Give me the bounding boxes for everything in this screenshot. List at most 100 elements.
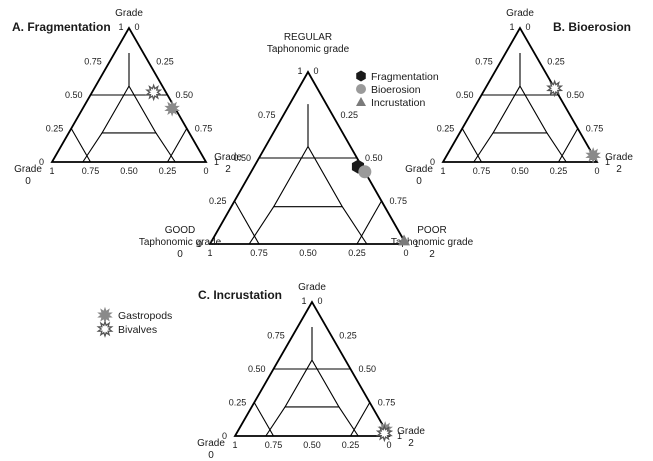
fragmentation-right-tick-t025: 0.25 bbox=[156, 57, 174, 67]
fragmentation-central-triangle bbox=[101, 84, 157, 134]
main-boundary-line-1 bbox=[234, 200, 260, 245]
bioerosion-top-grade-label: Grade bbox=[506, 8, 534, 19]
main-spoke-line-2 bbox=[341, 206, 368, 245]
legend-fragmentation-icon bbox=[356, 70, 366, 82]
main-right-tick-t050: 0.50 bbox=[365, 153, 383, 163]
main-bottom-tick-t0: 0 bbox=[403, 248, 408, 258]
incrustation-apex-tick-0: 0 bbox=[317, 296, 322, 306]
incrustation-boundary-line-1 bbox=[253, 402, 274, 437]
bioerosion-spoke-line-1 bbox=[473, 132, 494, 163]
bioerosion-right-grade-label: Grade bbox=[605, 152, 633, 163]
main-bottom-tick-t050: 0.50 bbox=[299, 248, 317, 258]
bioerosion-bottom-tick-t075: 0.75 bbox=[473, 166, 491, 176]
main-point-incrustation bbox=[398, 234, 411, 246]
main-left-tick-t075: 0.75 bbox=[258, 110, 276, 120]
fragmentation-apex-tick-1: 1 bbox=[118, 22, 123, 32]
main-good-label: GOOD bbox=[165, 225, 196, 236]
incrustation-right-grade-label: Grade bbox=[397, 426, 425, 437]
incrustation-point-bivalves bbox=[375, 424, 393, 443]
bioerosion-left-grade-label: Grade bbox=[405, 164, 433, 175]
incrustation-left-tick-t050: 0.50 bbox=[248, 364, 266, 374]
bioerosion-ternary bbox=[441, 26, 599, 163]
main-left-tick-t050: 0.50 bbox=[233, 153, 251, 163]
fragmentation-left-grade-label: Grade bbox=[14, 164, 42, 175]
panel-a-title: A. Fragmentation bbox=[12, 20, 111, 34]
fragmentation-left-tick-t075: 0.75 bbox=[84, 57, 102, 67]
main-regular-sublabel: Taphonomic grade bbox=[267, 44, 350, 55]
incrustation-right-tick-t1: 1 bbox=[397, 431, 402, 441]
main-apex-tick-0: 0 bbox=[313, 66, 318, 76]
incrustation-bottom-tick-t050: 0.50 bbox=[303, 440, 321, 450]
main-right-tick-t025: 0.25 bbox=[341, 110, 359, 120]
incrustation-right-tick-t025: 0.25 bbox=[339, 331, 357, 341]
incrustation-left-tick-t025: 0.25 bbox=[229, 398, 247, 408]
fragmentation-left-tick-t0: 0 bbox=[39, 157, 44, 167]
bioerosion-apex-tick-0: 0 bbox=[525, 22, 530, 32]
fragmentation-right-tick-t075: 0.75 bbox=[195, 124, 213, 134]
bioerosion-right-tick-t025: 0.25 bbox=[547, 57, 565, 67]
bioerosion-point-bivalves bbox=[546, 79, 564, 98]
incrustation-left-grade-label: Grade bbox=[197, 438, 225, 449]
legend-gastropods-icon bbox=[97, 306, 113, 324]
fragmentation-apex-tick-0: 0 bbox=[134, 22, 139, 32]
incrustation-spoke-line-1 bbox=[265, 406, 286, 437]
main-spoke-line-1 bbox=[248, 206, 275, 245]
panel-b-title: B. Bioerosion bbox=[553, 20, 631, 34]
main-good-value: 0 bbox=[177, 249, 183, 260]
fragmentation-bottom-tick-t0: 0 bbox=[203, 166, 208, 176]
incrustation-left-tick-t0: 0 bbox=[222, 431, 227, 441]
bioerosion-left-tick-t050: 0.50 bbox=[456, 90, 474, 100]
bioerosion-left-tick-t025: 0.25 bbox=[437, 124, 455, 134]
fragmentation-boundary-line-2 bbox=[167, 128, 188, 163]
fragmentation-ternary bbox=[50, 26, 208, 163]
incrustation-top-grade-label: Grade bbox=[298, 282, 326, 293]
bioerosion-bottom-tick-t0: 0 bbox=[594, 166, 599, 176]
incrustation-right-tick-t075: 0.75 bbox=[378, 398, 396, 408]
legend-bioerosion-label: Bioerosion bbox=[371, 84, 421, 96]
legend-incrustation-label: Incrustation bbox=[371, 97, 425, 109]
main-apex-tick-1: 1 bbox=[297, 66, 302, 76]
incrustation-boundary-line-2 bbox=[350, 402, 371, 437]
fragmentation-top-grade-label: Grade bbox=[115, 8, 143, 19]
fragmentation-left-tick-t025: 0.25 bbox=[46, 124, 64, 134]
incrustation-apex-tick-1: 1 bbox=[301, 296, 306, 306]
fragmentation-right-tick-t1: 1 bbox=[214, 157, 219, 167]
fragmentation-bottom-tick-t1: 1 bbox=[49, 166, 54, 176]
bioerosion-bottom-tick-t1: 1 bbox=[440, 166, 445, 176]
main-good-sublabel: Taphonomic grade bbox=[139, 237, 222, 248]
main-right-tick-t075: 0.75 bbox=[390, 196, 408, 206]
legend-bivalves-icon bbox=[96, 320, 114, 338]
legend-fragmentation-label: Fragmentation bbox=[371, 71, 439, 83]
fragmentation-left-grade-value: 0 bbox=[25, 176, 31, 187]
fragmentation-bottom-tick-t025: 0.25 bbox=[159, 166, 177, 176]
incrustation-bottom-tick-t025: 0.25 bbox=[342, 440, 360, 450]
main-regular-label: REGULAR bbox=[284, 32, 332, 43]
bioerosion-right-tick-t1: 1 bbox=[605, 157, 610, 167]
fragmentation-spoke-line-1 bbox=[82, 132, 103, 163]
incrustation-right-tick-t050: 0.50 bbox=[359, 364, 377, 374]
bioerosion-right-grade-value: 2 bbox=[616, 164, 622, 175]
main-boundary-line-2 bbox=[356, 200, 382, 245]
fragmentation-bottom-tick-t075: 0.75 bbox=[82, 166, 100, 176]
fragmentation-right-tick-t050: 0.50 bbox=[176, 90, 194, 100]
bioerosion-right-tick-t075: 0.75 bbox=[586, 124, 604, 134]
main-bottom-tick-t1: 1 bbox=[207, 248, 212, 258]
fragmentation-left-tick-t050: 0.50 bbox=[65, 90, 83, 100]
bioerosion-boundary-line-2 bbox=[558, 128, 579, 163]
incrustation-bottom-tick-t0: 0 bbox=[386, 440, 391, 450]
incrustation-ternary bbox=[233, 300, 391, 437]
legend-incrustation-icon bbox=[356, 97, 366, 106]
incrustation-right-grade-value: 2 bbox=[408, 438, 414, 449]
bioerosion-left-tick-t075: 0.75 bbox=[475, 57, 493, 67]
bioerosion-central-triangle bbox=[492, 84, 548, 134]
bioerosion-spoke-line-2 bbox=[546, 132, 567, 163]
main-point-bioerosion bbox=[358, 165, 372, 179]
main-left-tick-t025: 0.25 bbox=[209, 196, 227, 206]
main-bottom-tick-t025: 0.25 bbox=[348, 248, 366, 258]
incrustation-left-tick-t075: 0.75 bbox=[267, 331, 285, 341]
bioerosion-left-tick-t0: 0 bbox=[430, 157, 435, 167]
legend-bivalves-label: Bivalves bbox=[118, 324, 157, 336]
bioerosion-apex-tick-1: 1 bbox=[509, 22, 514, 32]
legend-bioerosion-icon bbox=[356, 84, 366, 94]
